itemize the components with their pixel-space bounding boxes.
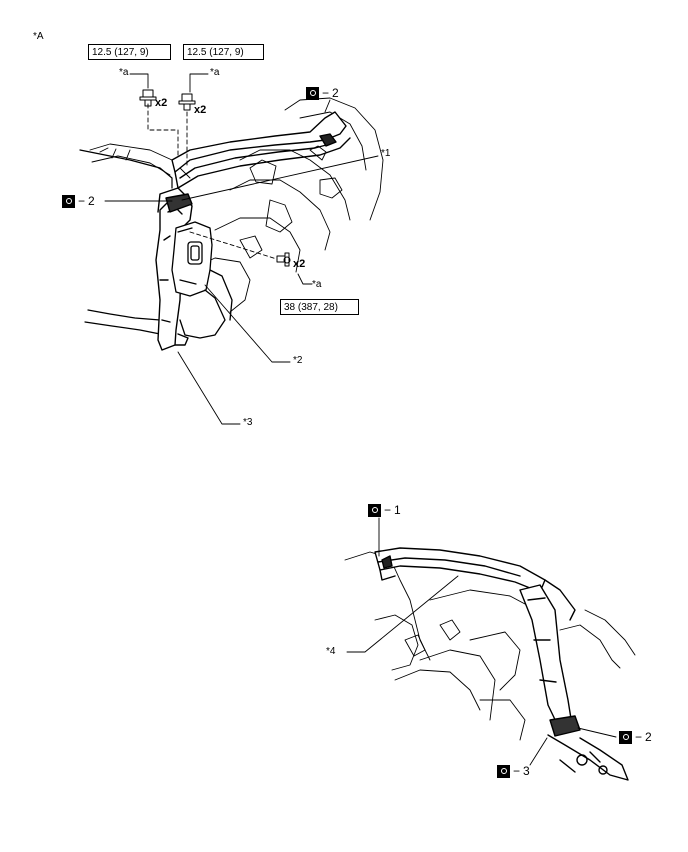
- figure-label: *A: [33, 31, 44, 42]
- top-background-body-panel: [89, 97, 384, 313]
- quantity-side: x2: [293, 258, 306, 270]
- mark-dash: −: [635, 730, 643, 744]
- paint-mark-icon: [368, 503, 381, 517]
- bolt-icons: [139, 89, 291, 267]
- mark-number: 2: [645, 730, 652, 744]
- bottom-background-engine-bay: [344, 551, 636, 741]
- torque-spec-middle: 12.5 (127, 9): [183, 44, 264, 60]
- callout-a-middle: *a: [210, 67, 220, 78]
- paint-mark-icon: [306, 86, 319, 100]
- paint-mark-icon: [62, 194, 75, 208]
- bottom-pillar: [519, 584, 629, 781]
- upper-side-member: [171, 111, 351, 189]
- paint-mark-bottom-left: − 3: [497, 764, 530, 778]
- paint-mark-icon: [619, 730, 632, 744]
- quantity-middle: x2: [194, 104, 207, 116]
- callout-2: *2: [293, 355, 303, 366]
- paint-mark-top-left: − 2: [62, 194, 95, 208]
- mark-dash: −: [384, 503, 392, 517]
- mark-number: 1: [394, 503, 401, 517]
- paint-mark-bottom-right: − 2: [619, 730, 652, 744]
- mark-number: 2: [88, 194, 95, 208]
- callout-4: *4: [326, 646, 336, 657]
- callout-a-side: *a: [312, 279, 322, 290]
- top-dashed-guides: [147, 103, 281, 261]
- bolt-icon: [178, 93, 196, 111]
- paint-mark-bottom-top: − 1: [368, 503, 401, 517]
- mark-number: 2: [332, 86, 339, 100]
- torque-spec-left: 12.5 (127, 9): [88, 44, 171, 60]
- mark-dash: −: [78, 194, 86, 208]
- bolt-icon: [139, 89, 157, 107]
- bottom-leader-lines: [346, 517, 617, 766]
- callout-a-left: *a: [119, 67, 129, 78]
- callout-3: *3: [243, 417, 253, 428]
- callout-1: *1: [381, 148, 391, 159]
- mark-dash: −: [322, 86, 330, 100]
- paint-mark-top-right: − 2: [306, 86, 339, 100]
- bolt-icon: [276, 252, 291, 267]
- paint-mark-icon: [497, 764, 510, 778]
- top-leader-lines: [104, 73, 379, 425]
- side-bracket: [171, 221, 233, 339]
- mark-number: 3: [523, 764, 530, 778]
- mark-dash: −: [513, 764, 521, 778]
- quantity-left: x2: [155, 97, 168, 109]
- torque-spec-side: 38 (387, 28): [280, 299, 359, 315]
